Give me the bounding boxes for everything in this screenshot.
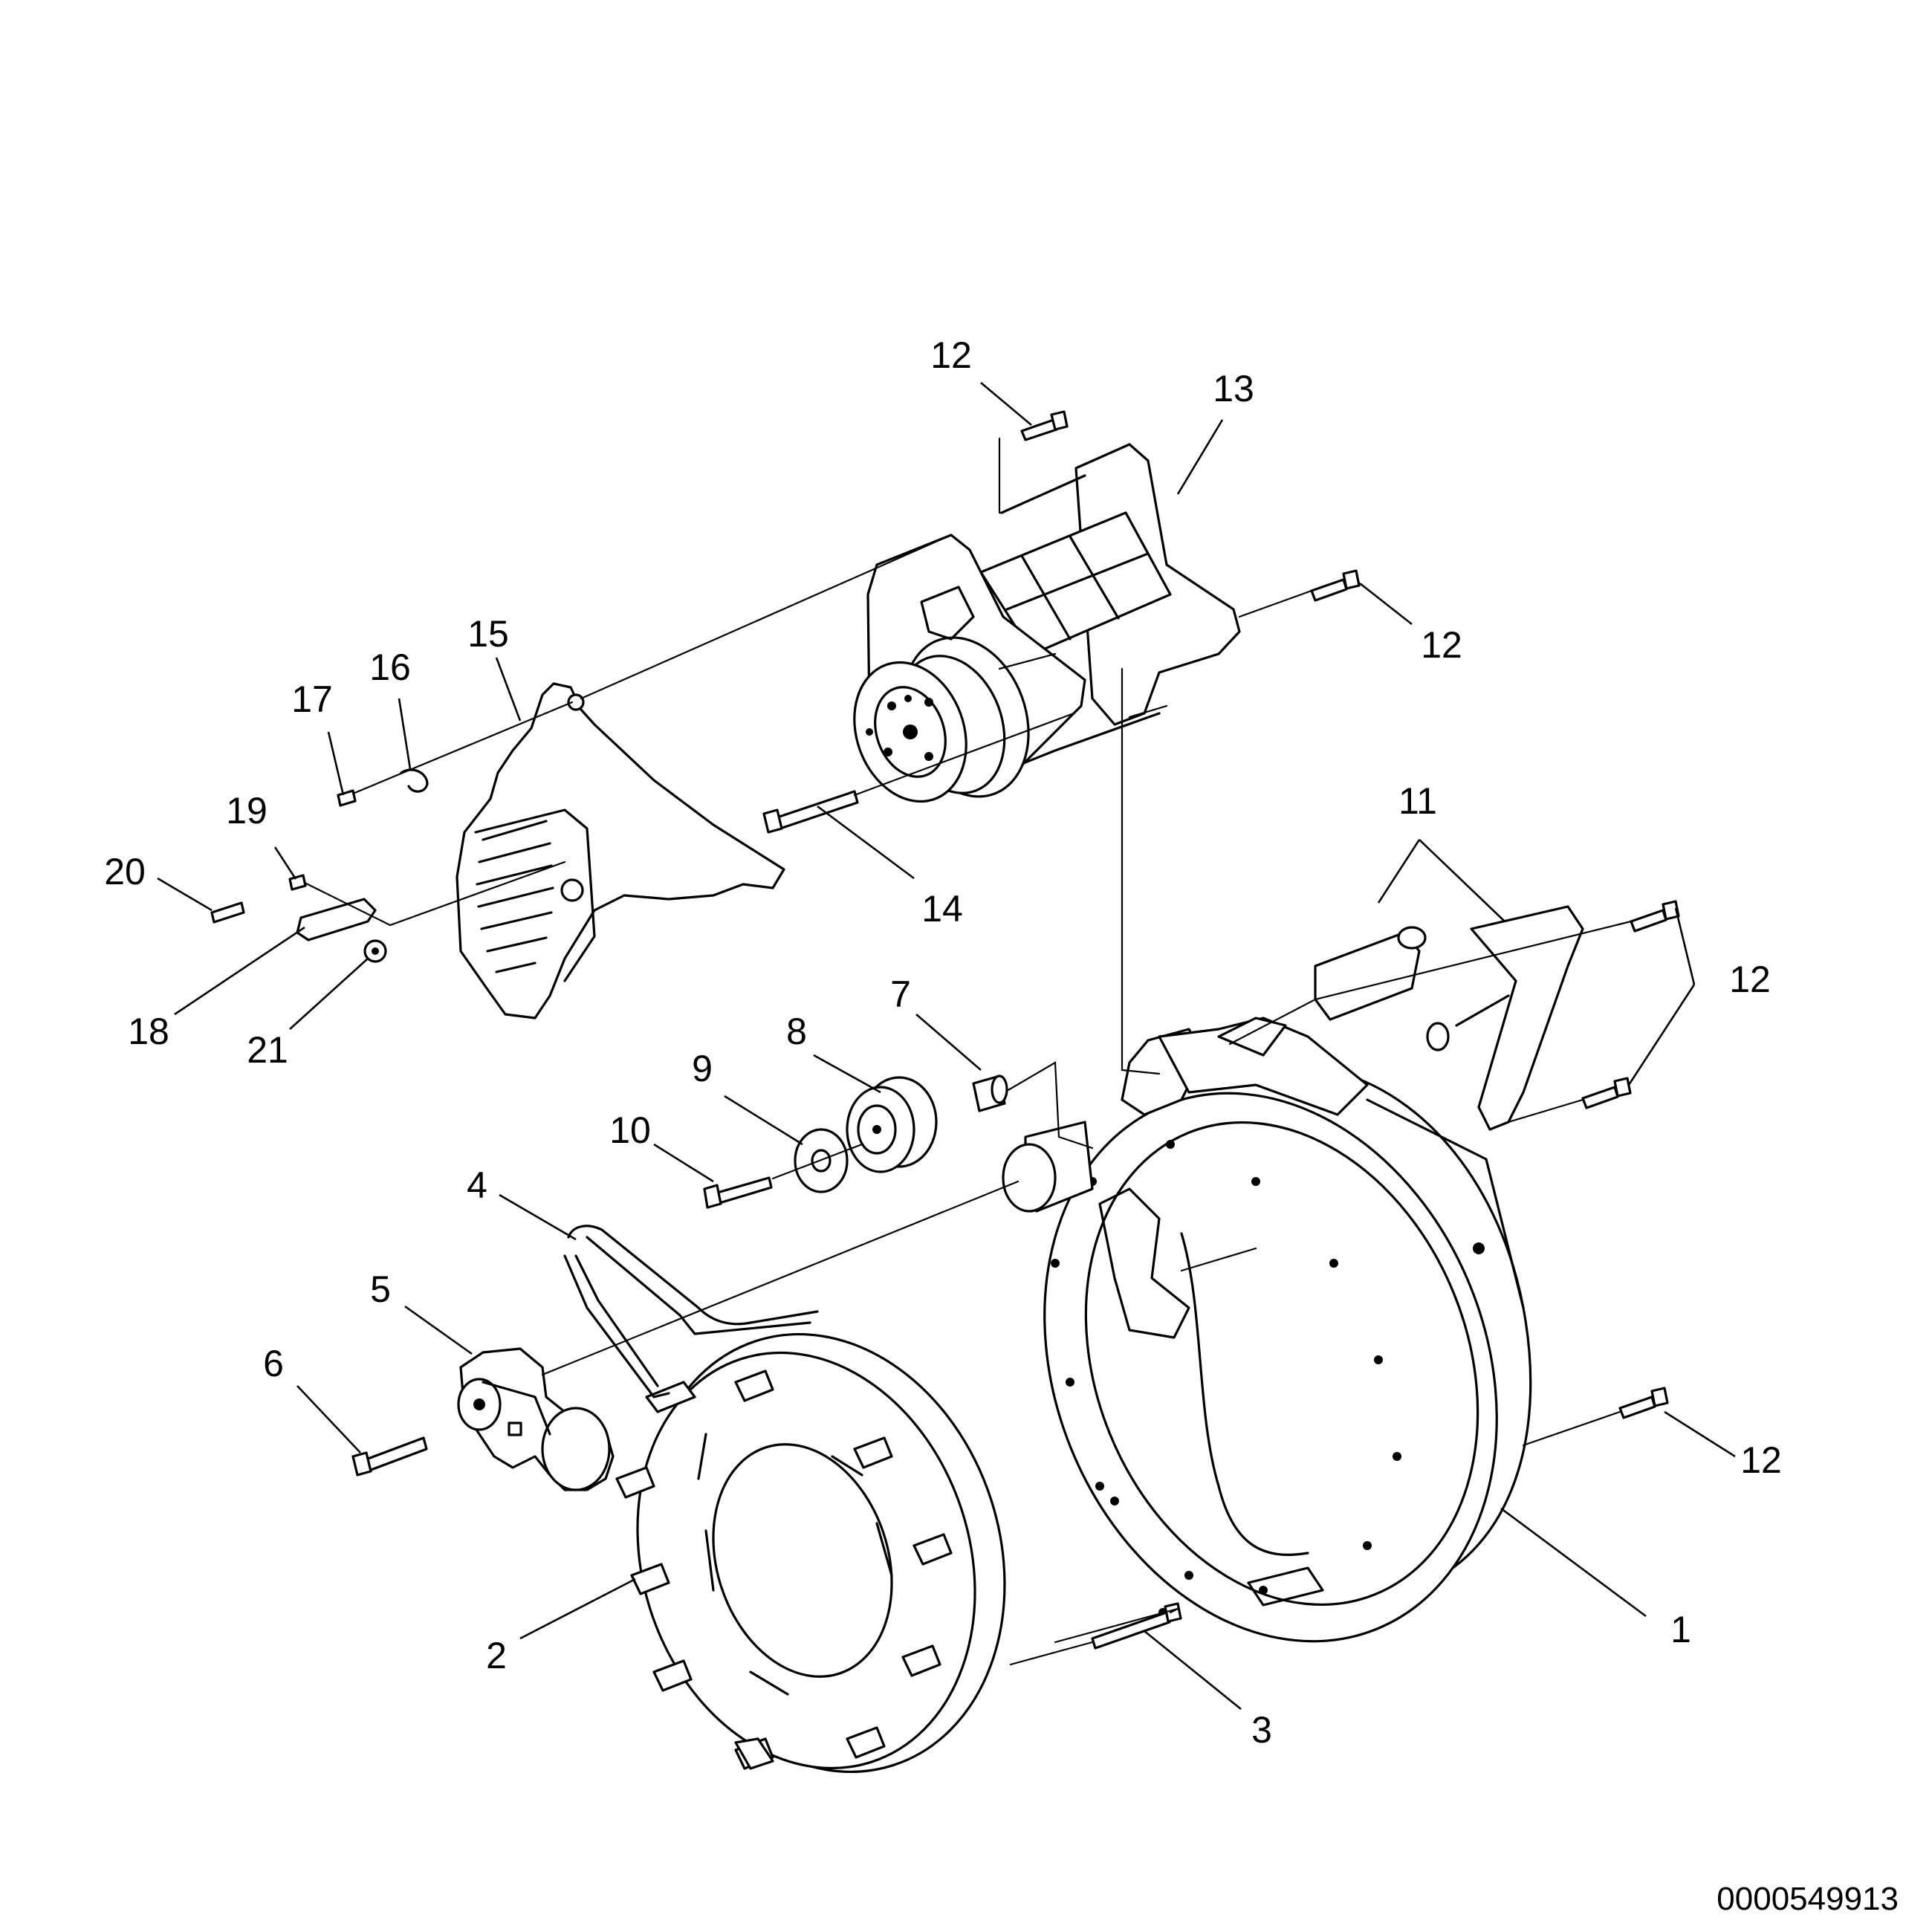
callout-6: 6 <box>263 1343 284 1384</box>
idler-assembly <box>703 1074 1094 1213</box>
assembly-lines <box>303 437 1633 1666</box>
callout-17: 17 <box>291 678 333 720</box>
callout-11: 11 <box>1398 780 1437 822</box>
drive-belt-part-4 <box>563 1225 819 1398</box>
callout-12-right: 12 <box>1421 624 1462 666</box>
callout-leaders <box>157 382 1736 1711</box>
callout-12-top: 12 <box>930 334 972 376</box>
callout-2: 2 <box>486 1635 507 1676</box>
callout-15: 15 <box>467 613 509 655</box>
callout-4: 4 <box>467 1164 487 1206</box>
callout-10: 10 <box>609 1109 651 1151</box>
callout-12-housing: 12 <box>1740 1439 1782 1481</box>
callout-9: 9 <box>692 1048 713 1089</box>
bell-housing-part-1 <box>1043 1017 1532 1643</box>
callout-16: 16 <box>369 646 411 688</box>
callout-20: 20 <box>104 851 146 892</box>
tensioner-part-5 <box>457 1347 615 1491</box>
callout-labels: 12 13 12 11 12 14 15 16 17 19 20 18 21 7… <box>104 334 1782 1751</box>
callout-8: 8 <box>786 1011 807 1052</box>
callout-13: 13 <box>1213 368 1254 409</box>
belt-guard-part-15 <box>456 682 785 1020</box>
callout-21: 21 <box>247 1029 288 1071</box>
fasteners <box>210 410 1680 1650</box>
pulley-housing-part-2 <box>615 1332 1006 1774</box>
callout-18: 18 <box>128 1011 169 1052</box>
callout-5: 5 <box>370 1268 391 1310</box>
compressor-part-13 <box>853 443 1241 803</box>
callout-19: 19 <box>226 790 268 832</box>
figure-id: 0000549913 <box>1717 1881 1899 1917</box>
callout-12-bracket: 12 <box>1729 959 1771 1000</box>
callout-7: 7 <box>890 973 911 1015</box>
callout-1: 1 <box>1670 1609 1691 1650</box>
callout-3: 3 <box>1251 1709 1272 1751</box>
callout-14: 14 <box>921 888 963 930</box>
bracket-part-11 <box>1314 905 1584 1131</box>
